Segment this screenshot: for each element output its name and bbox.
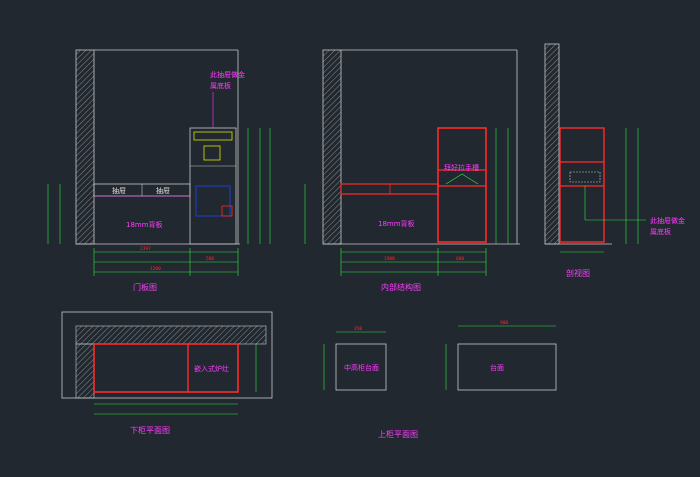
side-dimension-lines <box>560 128 639 253</box>
door-elevation-view: 抽屉 抽屉 18mm背板 此抽屉做金 属底板 2397 1200 580 门板图 <box>47 49 271 292</box>
appliance-opening <box>195 185 231 217</box>
drawer-label-right: 抽屉 <box>156 186 170 195</box>
lower-plan-title: 下柜平面图 <box>130 425 170 435</box>
side-view: 此抽屉做金 属底板 剖视图 <box>544 43 685 278</box>
internal-structure-title: 内部结构图 <box>381 282 421 292</box>
internal-structure-view: 拜好拉手槽 18mm背板 1980 600 内部结构图 <box>304 49 520 292</box>
dim-label-d6: 350 <box>354 326 362 332</box>
lower-plan-dimension-lines <box>94 344 257 415</box>
counter-label: 台面 <box>490 363 504 372</box>
tall-cabinet-frame <box>437 127 487 243</box>
plan-outline <box>61 311 273 399</box>
internal-dimension-lines <box>304 128 509 276</box>
dim-label-d3: 580 <box>206 256 214 262</box>
side-metal-base-label-line2: 属底板 <box>650 227 671 236</box>
dim-label-d1: 1200 <box>150 266 161 272</box>
wall-hatch <box>544 43 560 245</box>
door-dimension-lines <box>47 128 271 276</box>
dim-label-d4: 1980 <box>384 256 395 262</box>
side-metal-base-label-line1: 此抽屉做金 <box>650 216 685 225</box>
back-panel-label-left: 18mm背板 <box>126 220 163 229</box>
counter-structure <box>340 183 439 195</box>
lower-plan-label: 嵌入式炉灶 <box>194 364 229 373</box>
appliance-box <box>203 145 221 161</box>
wall-hatch-left <box>75 343 95 399</box>
back-panel-label-right: 18mm背板 <box>378 219 415 228</box>
dim-label-d8: 900 <box>500 320 508 326</box>
wall-hatch <box>75 49 95 245</box>
lower-plan-view: 嵌入式炉灶 下柜平面图 <box>61 311 273 435</box>
drawer-outline <box>569 171 601 183</box>
side-view-title: 剖视图 <box>566 268 590 278</box>
counter-rect <box>457 343 557 391</box>
door-elevation-title: 门板图 <box>133 282 157 292</box>
upper-plan-title: 上柜平面图 <box>378 429 418 439</box>
upper-plan-view: 中高柜台面 350 台面 900 上柜平面图 <box>323 320 557 439</box>
wall-hatch-top <box>75 325 267 345</box>
dim-label-d5: 600 <box>456 256 464 262</box>
side-cabinet-frame <box>559 127 605 243</box>
metal-base-label-line1: 此抽屉做金 <box>210 70 245 79</box>
pullout-symbol <box>445 173 479 185</box>
drawer-label-left: 抽屉 <box>112 186 126 195</box>
socket-box <box>221 205 233 217</box>
drawer-handle <box>193 131 233 141</box>
dim-label-d2: 2397 <box>140 246 151 252</box>
metal-base-label-line2: 属底板 <box>210 81 231 90</box>
mid-counter-rect <box>335 343 387 391</box>
mid-counter-label: 中高柜台面 <box>344 363 379 372</box>
wall-hatch <box>322 49 342 245</box>
pullout-basket-label: 拜好拉手槽 <box>444 163 479 172</box>
lower-cabinet-frame <box>93 343 239 393</box>
